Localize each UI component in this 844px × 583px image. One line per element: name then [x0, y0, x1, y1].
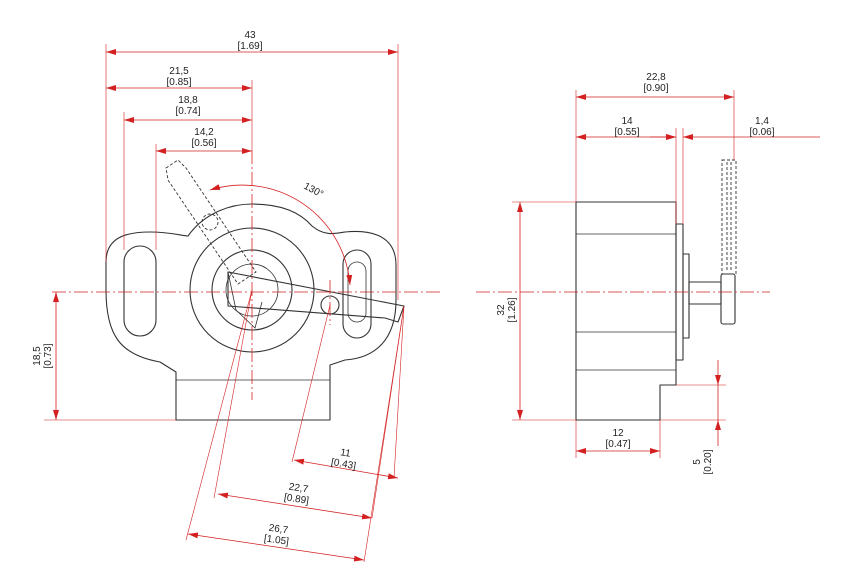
- lever-dimensions: 11 [0.43] 22,7 [0.89] 26,7 [1.05]: [185, 289, 405, 563]
- side-lever-start-dashed: [721, 159, 737, 275]
- dim-12-inch: [0.47]: [605, 439, 630, 450]
- dim-18-5-mm: 18,5: [32, 346, 43, 366]
- dim-18-8-mm: 18,8: [178, 95, 198, 106]
- dim-1-4-inch: [0.06]: [749, 127, 774, 138]
- dim-22-7-inch: [0.89]: [283, 492, 310, 507]
- dim-1-4-mm: 1,4: [755, 116, 769, 127]
- dim-18-8-inch: [0.74]: [175, 106, 200, 117]
- left-mounting-slot: [123, 245, 157, 337]
- lever-start-pin: [201, 213, 219, 231]
- dim-12-mm: 12: [612, 428, 624, 439]
- front-top-dimensions: 43 [1.69] 21,5 [0.85] 18,8 [0.74] 14,2 […: [105, 30, 399, 300]
- dim-18-5-inch: [0.73]: [43, 343, 54, 368]
- right-mounting-slot: [342, 249, 372, 339]
- front-body-outline: [105, 203, 397, 421]
- dim-14-inch: [0.55]: [614, 127, 639, 138]
- rotation-arc: [209, 184, 353, 286]
- dim-11-inch: [0.43]: [330, 457, 357, 472]
- lever-arm: [227, 271, 405, 323]
- dim-line-22-7: [217, 492, 373, 520]
- side-body-outline: [575, 201, 677, 421]
- dim-14-2-mm: 14,2: [194, 127, 214, 138]
- rotation-angle-label: 130°: [302, 181, 325, 200]
- dim-32-mm: 32: [496, 304, 507, 316]
- front-view: 130°: [52, 150, 440, 421]
- front-left-dimension: 18,5 [0.73]: [32, 292, 176, 421]
- dim-43-mm: 43: [244, 30, 256, 41]
- side-dimensions: 22,8 [0.90] 14 [0.55] 1,4 [0.06] 32 [1.2…: [496, 72, 820, 475]
- dim-line-26-7: [187, 532, 365, 562]
- lever-hub-tab: [227, 271, 263, 329]
- dim-line-11: [293, 458, 399, 480]
- dim-22-8-mm: 22,8: [646, 72, 666, 83]
- dim-14-2-inch: [0.56]: [191, 138, 216, 149]
- dim-21-5-inch: [0.85]: [166, 77, 191, 88]
- dim-5-mm: 5: [692, 459, 703, 465]
- dim-11-mm: 11: [339, 447, 352, 460]
- side-shaft: [688, 281, 722, 305]
- dim-5-inch: [0.20]: [703, 449, 714, 474]
- dim-22-7-mm: 22,7: [288, 482, 309, 496]
- dim-21-5-mm: 21,5: [169, 66, 189, 77]
- side-lever-edge: [720, 273, 736, 325]
- dim-26-7-inch: [1.05]: [263, 533, 290, 547]
- side-shaft-collar: [682, 253, 690, 339]
- dim-14-mm: 14: [621, 116, 633, 127]
- dim-32-inch: [1.26]: [507, 297, 518, 322]
- dim-26-7-mm: 26,7: [268, 523, 289, 537]
- dim-43-inch: [1.69]: [237, 41, 262, 52]
- dim-22-8-inch: [0.90]: [643, 83, 668, 94]
